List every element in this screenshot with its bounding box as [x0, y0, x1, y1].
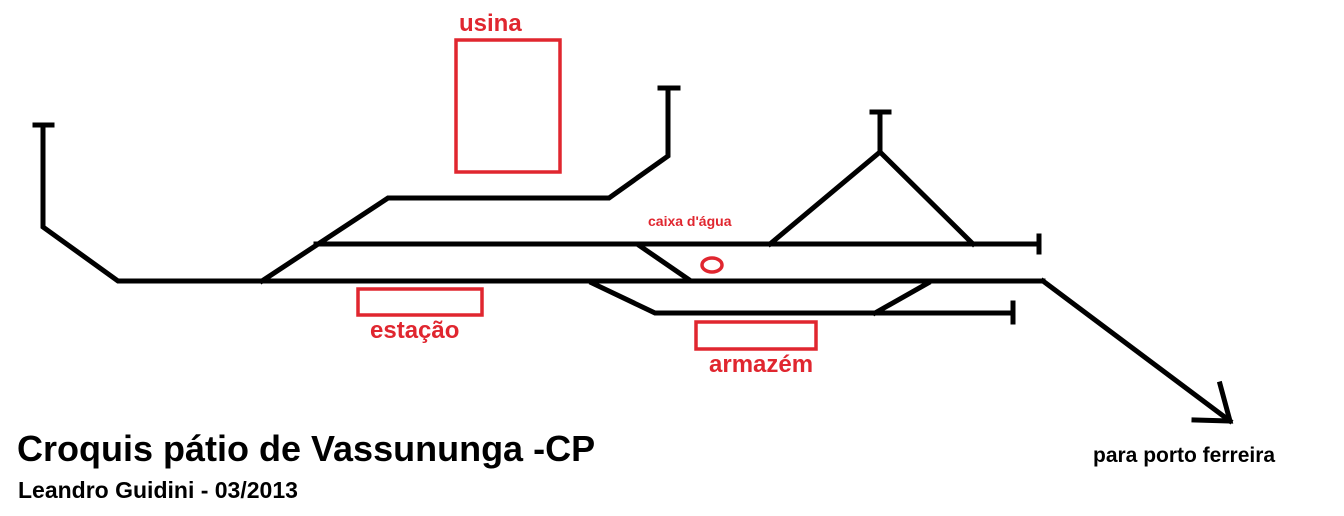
main-track	[40, 122, 1046, 284]
usina-label: usina	[459, 10, 522, 37]
armazem-label: armazém	[709, 351, 814, 378]
crossover	[636, 242, 692, 283]
direction-label: para porto ferreira	[1093, 444, 1276, 467]
page-title: Croquis pátio de Vassununga -CP	[17, 428, 596, 469]
wye-track	[766, 148, 977, 248]
armazem-building	[694, 320, 818, 351]
lower-siding	[588, 279, 1016, 316]
porto-ferreira-track	[1039, 277, 1234, 425]
direction-arrow-icon	[1191, 380, 1234, 424]
estacao-label: estação	[370, 317, 460, 344]
usina-building	[454, 38, 562, 174]
caixa-dagua-label: caixa d'água	[648, 213, 732, 229]
estacao-building	[356, 287, 484, 317]
usina-siding	[258, 85, 671, 285]
lower-siding-connection	[871, 279, 932, 317]
page-subtitle: Leandro Guidini - 03/2013	[18, 477, 298, 503]
water-tank	[700, 256, 724, 274]
